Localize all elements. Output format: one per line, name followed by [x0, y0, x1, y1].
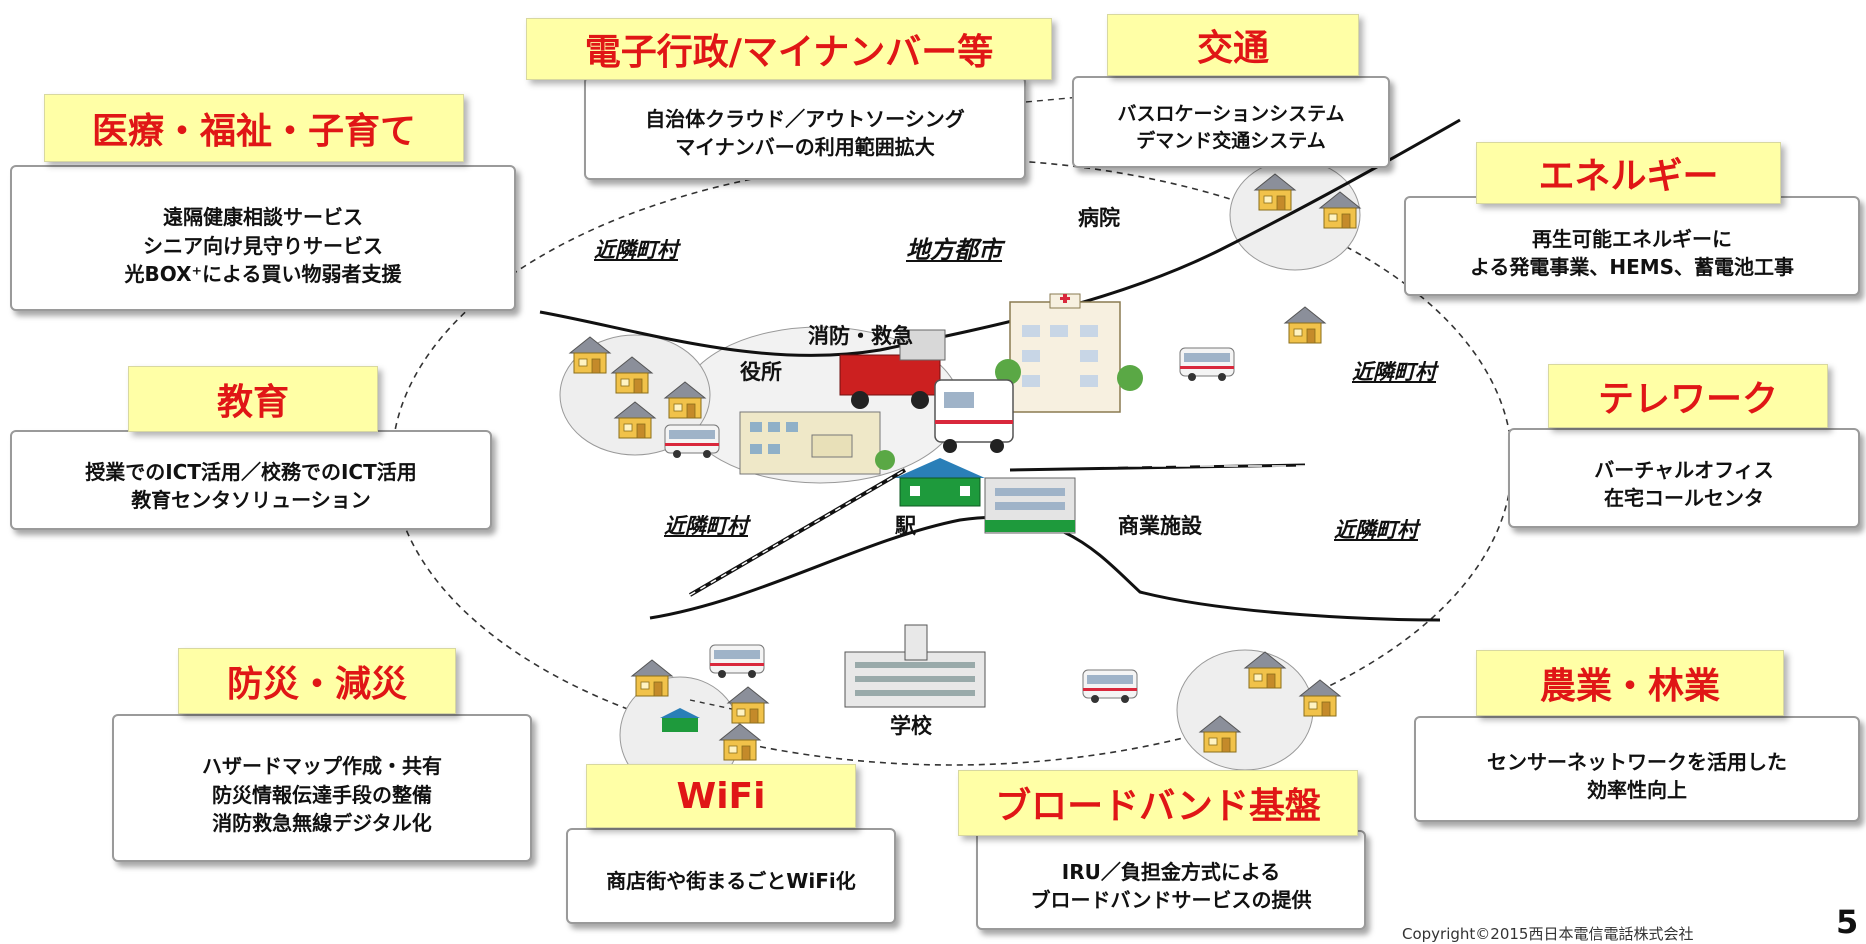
label-city: 地方都市 [906, 236, 1002, 264]
label-station: 駅 [895, 514, 916, 538]
disaster-line-2: 防災情報伝達手段の整備 [212, 782, 432, 807]
medical-line-2: シニア向け見守りサービス [143, 233, 383, 258]
agriculture-line-2: 効率性向上 [1587, 778, 1687, 802]
medical-title-tag: 医療・福祉・子育て [44, 94, 464, 162]
medical-line-3: 光BOX⁺による買い物弱者支援 [124, 262, 402, 287]
commercial-building [984, 477, 1076, 534]
hospital-building [995, 293, 1143, 413]
energy-desc-box: 再生可能エネルギーに よる発電事業、HEMS、蓄電池工事 [1404, 196, 1860, 296]
label-commerce: 商業施設 [1118, 514, 1202, 538]
wifi-desc-box: 商店街や街まるごとWiFi化 [566, 828, 896, 924]
town-office-building [739, 411, 895, 475]
egov-line-1: 自治体クラウド／アウトソーシング [645, 106, 965, 131]
egov-title-tag: 電子行政/マイナンバー等 [526, 18, 1052, 80]
energy-title-tag: エネルギー [1476, 142, 1781, 204]
egov-line-2: マイナンバーの利用範囲拡大 [675, 135, 935, 159]
telework-desc-box: バーチャルオフィス 在宅コールセンタ [1508, 428, 1860, 528]
transport-desc-box: バスロケーションシステム デマンド交通システム [1072, 76, 1390, 168]
broadband-desc-box: IRU／負担金方式による ブロードバンドサービスの提供 [976, 830, 1366, 930]
wifi-line-1: 商店街や街まるごとWiFi化 [606, 868, 856, 893]
agriculture-line-1: センサーネットワークを活用した [1487, 749, 1787, 774]
telework-line-2: 在宅コールセンタ [1604, 486, 1764, 510]
education-line-2: 教育センタソリューション [131, 488, 371, 512]
label-fire: 消防・救急 [808, 324, 913, 348]
wifi-title-tag: WiFi [586, 764, 856, 828]
agriculture-desc-box: センサーネットワークを活用した 効率性向上 [1414, 716, 1860, 822]
label-hospital: 病院 [1078, 206, 1120, 230]
disaster-line-3: 消防救急無線デジタル化 [212, 811, 432, 836]
medical-desc-box: 遠隔健康相談サービス シニア向け見守りサービス 光BOX⁺による買い物弱者支援 [10, 165, 516, 311]
transport-line-2: デマンド交通システム [1136, 130, 1326, 152]
egov-desc-box: 自治体クラウド／アウトソーシング マイナンバーの利用範囲拡大 [584, 76, 1026, 180]
education-line-1: 授業でのICT活用／校務でのICT活用 [85, 459, 417, 484]
label-office: 役所 [740, 360, 782, 384]
telework-title-tag: テレワーク [1548, 364, 1828, 428]
transport-line-1: バスロケーションシステム [1117, 103, 1345, 126]
medical-line-1: 遠隔健康相談サービス [163, 205, 363, 230]
telework-line-1: バーチャルオフィス [1594, 457, 1774, 482]
broadband-line-1: IRU／負担金方式による [1061, 859, 1281, 884]
fire-truck [839, 329, 946, 409]
broadband-line-2: ブロードバンドサービスの提供 [1030, 888, 1312, 912]
disaster-desc-box: ハザードマップ作成・共有 防災情報伝達手段の整備 消防救急無線デジタル化 [112, 714, 532, 862]
disaster-line-1: ハザードマップ作成・共有 [202, 754, 442, 779]
disaster-title-tag: 防災・減災 [178, 648, 456, 714]
road-line-lower [649, 515, 1441, 622]
school-building [844, 624, 986, 708]
page-number: 5 [1836, 903, 1859, 941]
small-station-icon [660, 708, 700, 732]
connector-wifi [689, 699, 761, 716]
energy-line-2: よる発電事業、HEMS、蓄電池工事 [1469, 255, 1795, 279]
station-building [895, 458, 985, 507]
agriculture-title-tag: 農業・林業 [1476, 650, 1784, 716]
energy-line-1: 再生可能エネルギーに [1532, 226, 1732, 251]
label-neighbor-3: 近隣町村 [664, 514, 748, 538]
ambulance [934, 379, 1014, 453]
education-desc-box: 授業でのICT活用／校務でのICT活用 教育センタソリューション [10, 430, 492, 530]
copyright-text: Copyright©2015西日本電信電話株式会社 [1402, 925, 1694, 943]
label-school: 学校 [890, 714, 932, 738]
label-neighbor-1: 近隣町村 [594, 238, 678, 262]
label-neighbor-4: 近隣町村 [1334, 518, 1418, 542]
education-title-tag: 教育 [128, 366, 378, 432]
broadband-title-tag: ブロードバンド基盤 [958, 770, 1358, 836]
label-neighbor-2: 近隣町村 [1352, 360, 1436, 384]
transport-title-tag: 交通 [1107, 14, 1359, 76]
